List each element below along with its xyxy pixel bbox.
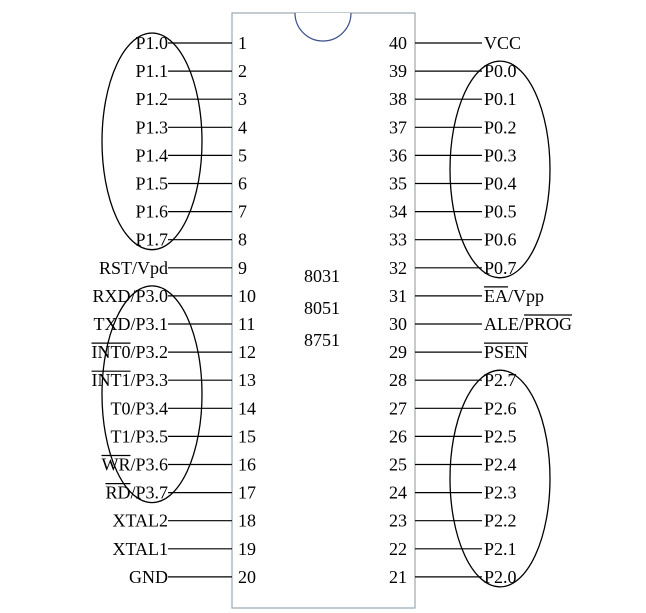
pin-32-number: 32 [389,258,407,278]
pin-17-label: RD/P3.7 [105,483,168,503]
pin-33-number: 33 [389,230,407,250]
pin-39-label: P0.0 [484,61,517,81]
pin-34-label: P0.5 [484,202,517,222]
chip-notch [294,12,352,42]
pin-15-label: T1/P3.5 [110,426,168,446]
pin-27-number: 27 [389,398,407,418]
port-1-ellipse [101,32,203,251]
pin-16-number: 16 [238,455,256,475]
pin-3-number: 3 [238,89,247,109]
pin-30-number: 30 [389,314,407,334]
pin-33-label: P0.6 [484,230,517,250]
port-groupings [101,32,551,588]
pin-12-number: 12 [238,342,256,362]
pin-13-number: 13 [238,370,256,390]
pin-19-number: 19 [238,539,256,559]
pin-1-number: 1 [238,33,247,53]
pin-9-label: RST/Vpd [99,258,168,278]
pin-3-label: P1.2 [135,89,168,109]
pin-30-label: ALE/PROG [484,314,572,334]
pin-27-label: P2.6 [484,398,517,418]
pin-14-number: 14 [238,398,256,418]
pin-38-number: 38 [389,89,407,109]
chip-name-2: 8751 [304,330,340,350]
pin-26-label: P2.5 [484,426,517,446]
left-pin-group: 1 P1.0 2 P1.1 3 P1.2 4 P1.3 5 P1.4 6 P1.5 7 P1.6 8 P1.7… [91,33,256,587]
pin-19-label: XTAL1 [112,539,168,559]
pin-17-number: 17 [238,483,256,503]
pin-34-number: 34 [389,202,407,222]
pin-11-label: TXD/P3.1 [93,314,168,334]
chip-name-1: 8051 [304,298,340,318]
pin-25-label: P2.4 [484,455,517,475]
pin-29-number: 29 [389,342,407,362]
port-0-ellipse [449,60,551,279]
pin-40-number: 40 [389,33,407,53]
pin-21-number: 21 [389,567,407,587]
pin-22-label: P2.1 [484,539,517,559]
pin-36-label: P0.3 [484,145,517,165]
pin-9-number: 9 [238,258,247,278]
pin-2-label: P1.1 [135,61,168,81]
pin-7-number: 7 [238,202,247,222]
pin-14-label: T0/P3.4 [110,398,168,418]
pin-37-number: 37 [389,117,407,137]
pin-8-label: P1.7 [135,230,168,250]
pin-8-number: 8 [238,230,247,250]
pin-4-number: 4 [238,117,247,137]
pin-31-label: EA/Vpp [484,286,544,306]
pin-11-number: 11 [238,314,255,334]
pin-20-label: GND [129,567,168,587]
pin-35-number: 35 [389,174,407,194]
pin-24-number: 24 [389,483,407,503]
pin-35-label: P0.4 [484,174,517,194]
pin-29-label: PSEN [484,342,528,362]
port-3-ellipse [101,285,203,504]
pin-5-number: 5 [238,145,247,165]
chip-name-0: 8031 [304,266,340,286]
pin-32-label: P0.7 [484,258,517,278]
port-2-ellipse [449,369,551,588]
pin-18-label: XTAL2 [112,511,168,531]
pin-22-number: 22 [389,539,407,559]
pin-18-number: 18 [238,511,256,531]
pin-31-number: 31 [389,286,407,306]
pin-38-label: P0.1 [484,89,517,109]
pin-12-label: INT0/P3.2 [92,342,169,362]
pin-36-number: 36 [389,145,407,165]
pin-39-number: 39 [389,61,407,81]
pin-7-label: P1.6 [135,202,168,222]
pin-23-label: P2.2 [484,511,517,531]
pin-28-label: P2.7 [484,370,517,390]
pin-13-label: INT1/P3.3 [92,370,169,390]
pin-10-number: 10 [238,286,256,306]
pin-26-number: 26 [389,426,407,446]
pin-40-label: VCC [484,33,521,53]
pin-25-number: 25 [389,455,407,475]
pin-15-number: 15 [238,426,256,446]
pin-21-label: P2.0 [484,567,517,587]
pin-16-label: WR/P3.6 [101,455,168,475]
pin-1-label: P1.0 [135,33,168,53]
pin-6-number: 6 [238,174,247,194]
pin-20-number: 20 [238,567,256,587]
pin-2-number: 2 [238,61,247,81]
pin-37-label: P0.2 [484,117,517,137]
pin-24-label: P2.3 [484,483,517,503]
pin-28-number: 28 [389,370,407,390]
pin-4-label: P1.3 [135,117,168,137]
pin-5-label: P1.4 [135,145,168,165]
chip-body [231,12,416,609]
pin-23-number: 23 [389,511,407,531]
pin-6-label: P1.5 [135,174,168,194]
